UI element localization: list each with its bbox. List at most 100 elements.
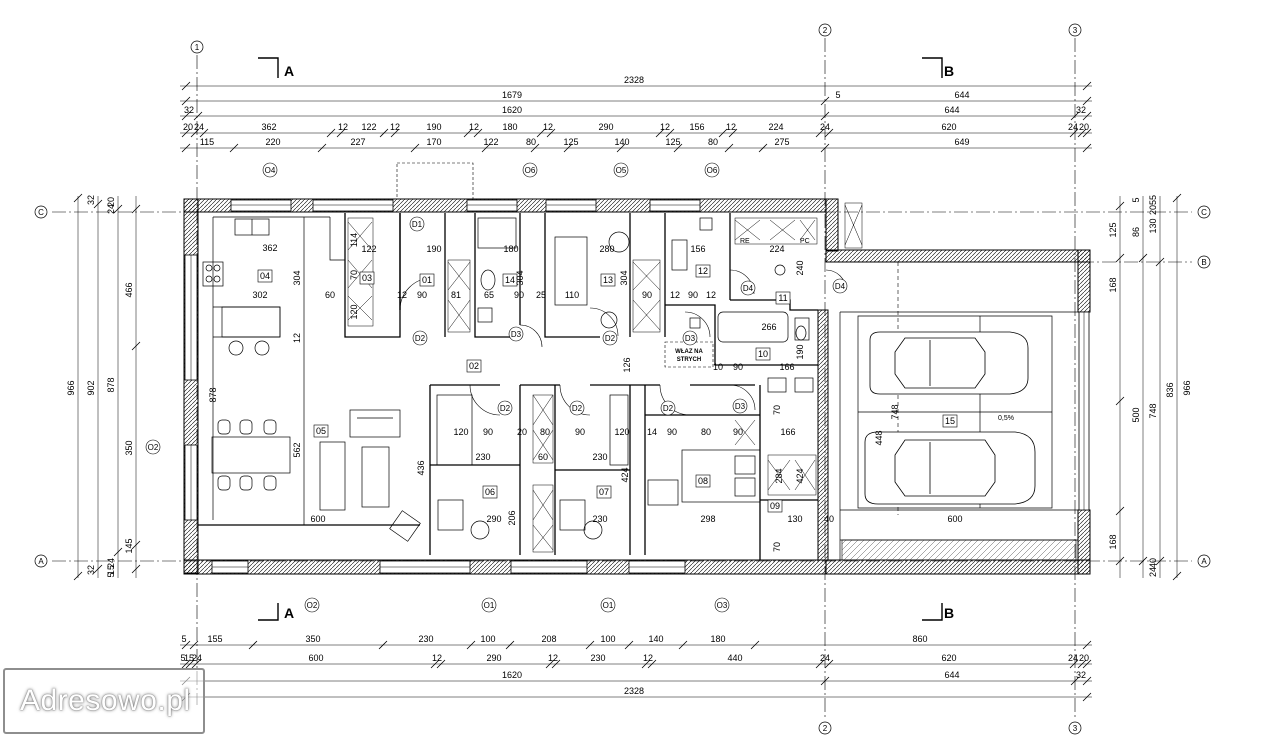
furniture: [202, 217, 814, 542]
dim-left-350: 350: [124, 440, 134, 455]
watermark-text: Adresowo.pl: [20, 684, 191, 717]
axis-1-label: 1: [195, 43, 200, 52]
idim-748: 748: [890, 404, 900, 419]
idim-180: 180: [503, 244, 518, 254]
idim-12c: 12: [706, 290, 716, 300]
idim-562: 562: [292, 442, 302, 457]
door-tag-d3a: D3: [511, 330, 522, 339]
idim-70c: 70: [772, 542, 782, 552]
dim-b2-11: 620: [941, 653, 956, 663]
room-02: 02: [469, 361, 479, 371]
door-tag-d3c: D3: [735, 402, 746, 411]
idim-20: 20: [517, 427, 527, 437]
window-glass-lines: [190, 204, 1085, 568]
dim-r4-7: 12: [469, 122, 479, 132]
dim-b1-9: 860: [912, 634, 927, 644]
dim-b2-13: 20: [1079, 653, 1089, 663]
axis-c-left-label: C: [38, 208, 44, 217]
door-tag-d3b: D3: [685, 334, 696, 343]
dim-r4-4: 122: [361, 122, 376, 132]
dim-r4-11: 12: [660, 122, 670, 132]
dim-b2-1: 15: [184, 653, 194, 663]
idim-304b: 304: [515, 270, 525, 285]
dim-b1-3: 230: [418, 634, 433, 644]
idim-90c: 90: [642, 290, 652, 300]
dim-r5-5: 80: [526, 137, 536, 147]
dim-b4-total: 2328: [624, 686, 644, 696]
idim-114: 114: [349, 233, 359, 247]
room-10: 10: [758, 349, 768, 359]
dim-r5-7: 140: [614, 137, 629, 147]
window-tag-o3: O3: [717, 601, 728, 610]
idim-12d: 12: [292, 333, 302, 343]
room-03: 03: [362, 273, 372, 283]
dim-r4-15: 24: [820, 122, 830, 132]
room-04: 04: [260, 271, 270, 281]
idim-362: 362: [262, 243, 277, 253]
section-labels: A B A B: [284, 63, 954, 621]
dim-r5-4: 122: [483, 137, 498, 147]
idim-304: 304: [292, 270, 302, 285]
room-01: 01: [422, 275, 432, 285]
cabinet-hatching: [347, 202, 863, 553]
room-06: 06: [485, 487, 495, 497]
window-tag-o1a: O1: [484, 601, 495, 610]
top-dimension-lines: [180, 85, 1092, 149]
idim-156: 156: [690, 244, 705, 254]
dim-right-966: 966: [1182, 380, 1192, 395]
dim-r5-1: 220: [265, 137, 280, 147]
dim-r5-3: 170: [426, 137, 441, 147]
idim-12a: 12: [397, 290, 407, 300]
idim-290: 290: [486, 514, 501, 524]
section-a-top: A: [284, 63, 294, 79]
idim-80b: 80: [701, 427, 711, 437]
room-12: 12: [698, 266, 708, 276]
idim-81: 81: [451, 290, 461, 300]
dim-right-20: 20: [1148, 205, 1158, 215]
idim-298: 298: [700, 514, 715, 524]
dim-r4-10: 290: [598, 122, 613, 132]
room-05: 05: [316, 426, 326, 436]
idim-80a: 80: [540, 427, 550, 437]
dim-b1-4: 100: [480, 634, 495, 644]
idim-206: 206: [507, 510, 517, 525]
section-a-bottom: A: [284, 605, 294, 621]
idim-60: 60: [325, 290, 335, 300]
idim-90h: 90: [667, 427, 677, 437]
idim-122: 122: [361, 244, 376, 254]
window-tag-o2b: O2: [148, 443, 159, 452]
axis-2-label: 2: [823, 26, 828, 35]
dim-r4-16: 620: [941, 122, 956, 132]
dim-right-500: 500: [1131, 407, 1141, 422]
window-tag-o6b: O6: [707, 166, 718, 175]
dim-left-15: 15: [106, 565, 116, 575]
dim-top-1620: 1620: [502, 105, 522, 115]
dim-top-total: 2328: [624, 75, 644, 85]
dim-left-24b: 24: [106, 558, 116, 568]
dim-top-32a: 32: [184, 105, 194, 115]
axis-3-label: 3: [1073, 26, 1078, 35]
door-tag-d2b: D2: [605, 334, 616, 343]
dim-b3-1620: 1620: [502, 670, 522, 680]
dim-r5-8: 125: [665, 137, 680, 147]
idim-65: 65: [484, 290, 494, 300]
dim-b2-7: 230: [590, 653, 605, 663]
dim-right-836: 836: [1165, 382, 1175, 397]
dim-left-878: 878: [106, 377, 116, 392]
idim-230c: 230: [592, 514, 607, 524]
opening-tags: D1 D2 D2 D2 D2 D2 D2 D3 D3 D3 D4 D4 O1 O…: [145, 162, 848, 613]
room-08: 08: [698, 476, 708, 486]
idim-878: 878: [208, 387, 218, 402]
idim-230a: 230: [475, 452, 490, 462]
dim-r4-18: 20: [1079, 122, 1089, 132]
door-tag-d4a: D4: [743, 284, 754, 293]
dim-left-5: 5: [106, 572, 116, 577]
axis-2-bottom-label: 2: [823, 724, 828, 733]
room-15: 15: [945, 416, 955, 426]
dim-r4-5: 12: [390, 122, 400, 132]
idim-70b: 70: [772, 405, 782, 415]
dim-r5-10: 275: [774, 137, 789, 147]
idim-304c: 304: [619, 270, 629, 285]
entrance-canopy: [396, 162, 474, 200]
window-tag-o2a: O2: [307, 601, 318, 610]
